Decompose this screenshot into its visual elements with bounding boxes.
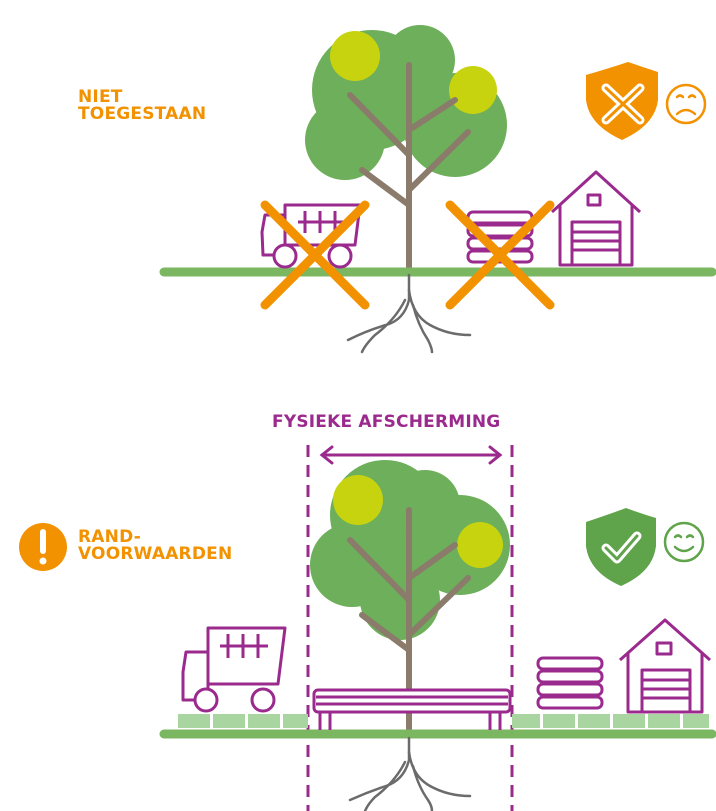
- garage-icon-bottom: [619, 618, 711, 714]
- width-arrow: [319, 445, 503, 465]
- exclamation-icon: [19, 523, 67, 571]
- shield-check-icon: [586, 508, 656, 586]
- happy-face-icon: [663, 521, 705, 563]
- status-line-1: NIET: [78, 87, 123, 107]
- tree-roots-top: [346, 273, 472, 354]
- shield-cross-icon: [586, 62, 658, 140]
- garage-icon-top: [550, 170, 642, 267]
- tree-roots-bottom: [348, 736, 472, 811]
- status-line-2: TOEGESTAAN: [78, 104, 207, 124]
- tree-trunk-bottom: [347, 507, 471, 738]
- sad-face-icon: [665, 83, 707, 125]
- tree-canopy-top: [305, 25, 507, 180]
- barrier-title: FYSIEKE AFSCHERMING: [272, 412, 501, 432]
- cross-mark-planks: [445, 200, 555, 310]
- truck-icon-bottom: [181, 626, 287, 713]
- tree-trunk-top: [347, 62, 471, 275]
- stacked-planks-icon-bottom: [536, 656, 604, 710]
- condition-line-2: VOORWAARDEN: [78, 544, 233, 564]
- top-scene: [159, 25, 716, 354]
- status-label-not-allowed: NIET TOEGESTAAN: [78, 89, 206, 123]
- bottom-scene: [19, 445, 716, 811]
- bench-barrier: [312, 688, 512, 730]
- condition-line-1: RAND-: [78, 527, 141, 547]
- physical-barrier-lines: [306, 445, 514, 811]
- cross-mark-truck: [260, 200, 370, 310]
- condition-label: RAND- VOORWAARDEN: [78, 529, 232, 563]
- truck-icon-top: [260, 203, 362, 269]
- tree-canopy-bottom: [310, 460, 510, 640]
- paving-stones: [178, 714, 709, 728]
